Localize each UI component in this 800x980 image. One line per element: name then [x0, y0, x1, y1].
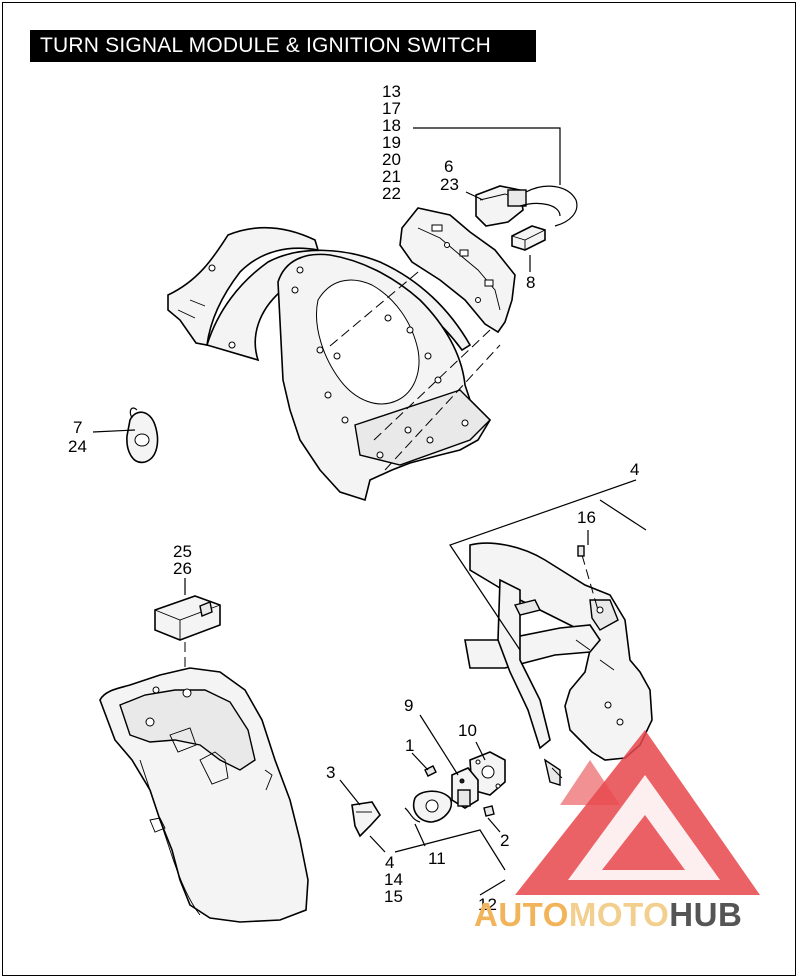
ignition-switch: [451, 767, 479, 809]
automotohub-logo-icon: [515, 730, 760, 895]
callout-23: 23: [440, 175, 459, 194]
callout-4-frame: 4: [630, 460, 639, 479]
callout-13: 13: [382, 82, 401, 101]
callout-15: 15: [384, 887, 403, 906]
fender-support-bracket: [167, 226, 492, 502]
callout-16: 16: [577, 508, 596, 527]
callout-18: 18: [382, 116, 401, 135]
callout-1: 1: [405, 736, 414, 755]
callout-14: 14: [384, 870, 403, 889]
callout-12: 12: [478, 895, 497, 914]
module-mounting-bracket: [399, 207, 516, 334]
electrical-module: [154, 595, 221, 641]
module-connector: [511, 225, 546, 251]
callout-26: 26: [173, 559, 192, 578]
turn-signal-module: [475, 185, 578, 227]
callout-22: 22: [382, 184, 401, 203]
callout-11: 11: [428, 849, 446, 868]
page-title: TURN SIGNAL MODULE & IGNITION SWITCH: [30, 30, 536, 62]
switch-mount-plate: [413, 790, 452, 823]
callout-4-switch: 4: [385, 853, 394, 872]
rear-fender: [99, 667, 309, 923]
callout-25: 25: [173, 542, 192, 561]
screw-1: [424, 765, 437, 777]
callout-24: 24: [68, 437, 87, 456]
callout-19: 19: [382, 133, 401, 152]
callout-6: 6: [444, 157, 453, 176]
callout-21: 21: [382, 167, 401, 186]
automotohub-wordmark: AUTOMOTOHUB: [474, 896, 743, 933]
callout-7: 7: [73, 418, 82, 437]
bracket-3: [351, 801, 381, 838]
callout-2: 2: [500, 831, 509, 850]
callout-10: 10: [458, 721, 477, 740]
callout-20: 20: [382, 150, 401, 169]
callout-8: 8: [526, 273, 535, 292]
callout-3: 3: [326, 763, 335, 782]
callout-17: 17: [382, 99, 401, 118]
screw-2: [483, 805, 495, 817]
callout-9: 9: [404, 696, 413, 715]
ignition-cover: [126, 407, 159, 464]
